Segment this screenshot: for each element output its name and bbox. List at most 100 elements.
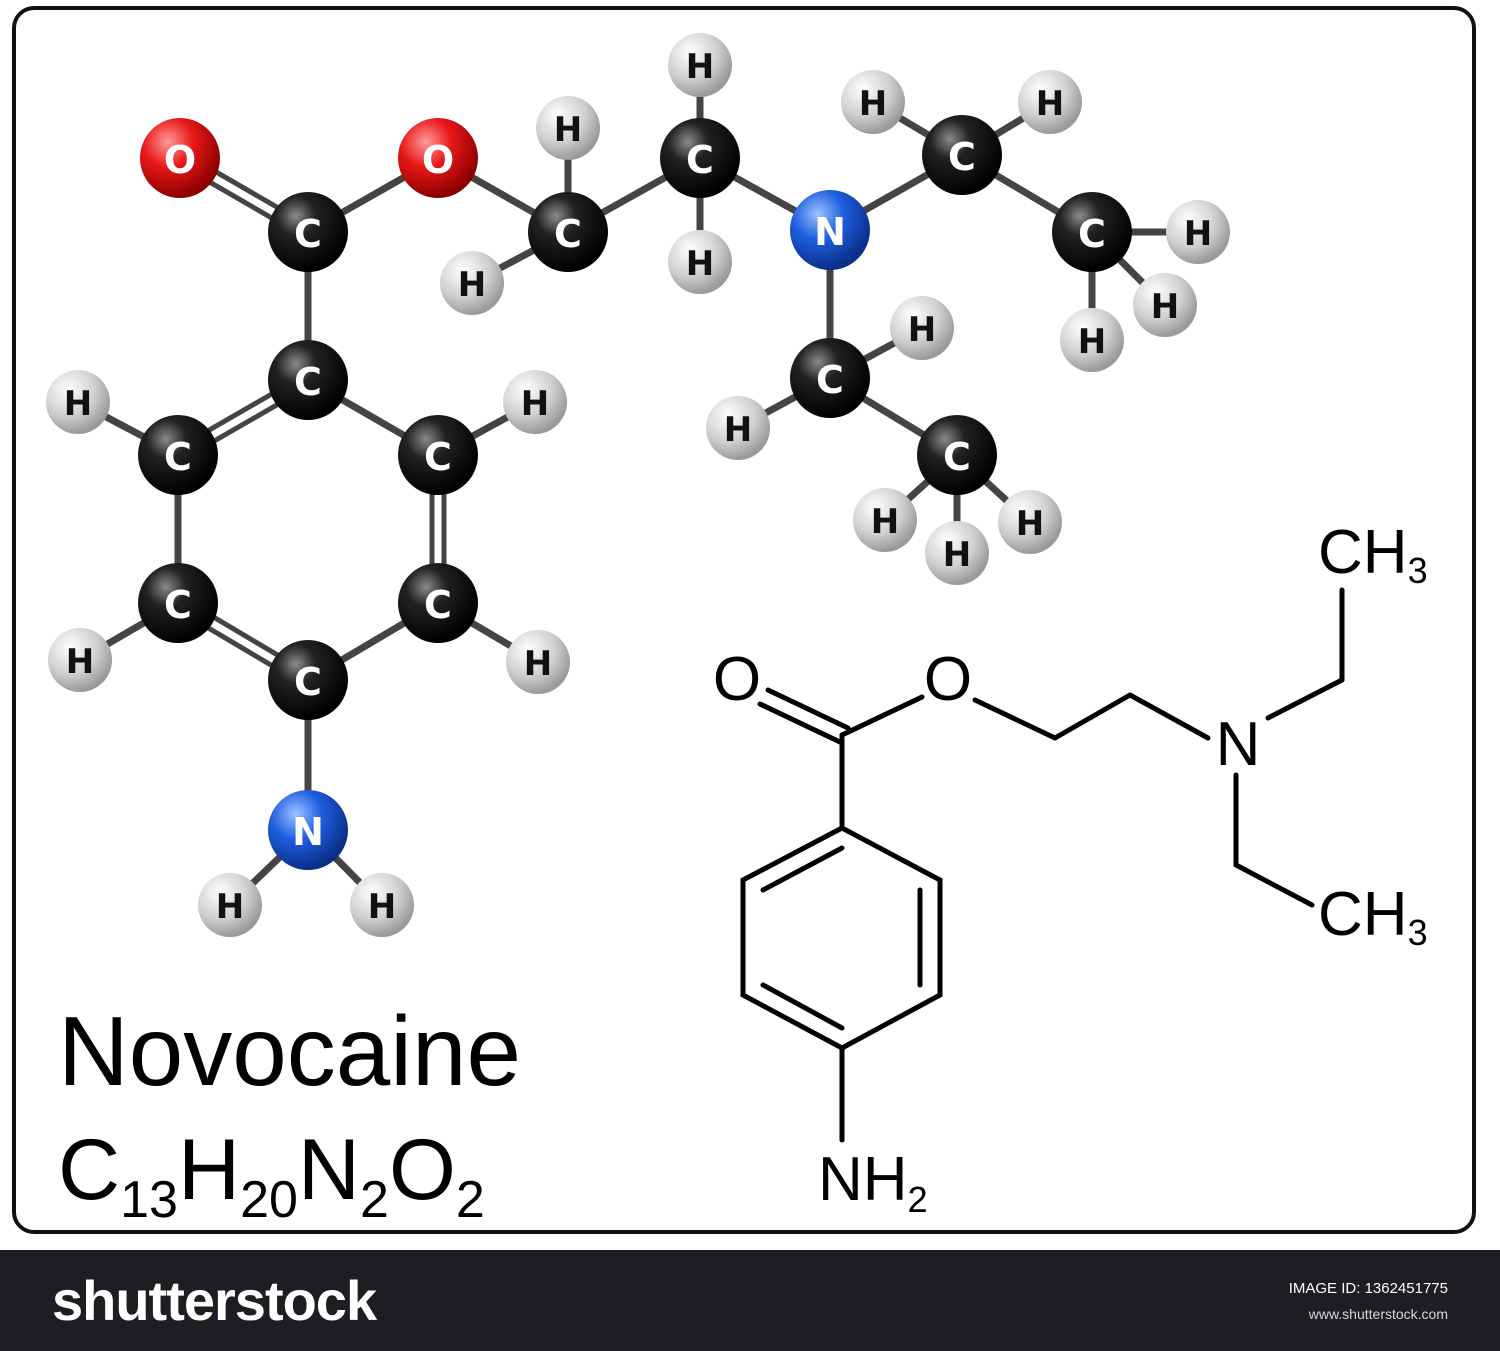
- hydrogen-atom: H: [506, 630, 570, 694]
- ch3-top-sub: 3: [1408, 550, 1428, 591]
- image-id-label: IMAGE ID:: [1288, 1280, 1361, 1297]
- hydrogen-sphere: [48, 628, 112, 692]
- carbon-sphere: [268, 340, 348, 420]
- hydrogen-atom: H: [668, 33, 732, 97]
- hydrogen-symbol: H: [859, 84, 887, 124]
- hydrogen-atom: H: [925, 521, 989, 585]
- molecular-formula: C13H20N2O2: [58, 1120, 521, 1250]
- carbon-sphere: [268, 640, 348, 720]
- hydrogen-atom: H: [48, 628, 112, 692]
- carbon-sphere: [528, 192, 608, 272]
- compound-name: Novocaine: [58, 996, 522, 1106]
- hydrogen-sphere: [890, 296, 954, 360]
- hydrogen-atom: H: [853, 488, 917, 552]
- formula-element: O: [388, 1122, 456, 1218]
- carbon-symbol: C: [424, 435, 452, 479]
- brand-logo: shutterstock: [52, 1269, 377, 1332]
- carbon-symbol: C: [816, 358, 844, 402]
- formula-element: N: [297, 1122, 361, 1218]
- hydrogen-symbol: H: [1016, 504, 1044, 544]
- carbon-symbol: C: [554, 212, 582, 256]
- hydrogen-sphere: [668, 33, 732, 97]
- carbon-atom: C: [138, 415, 218, 495]
- carbon-symbol: C: [1078, 212, 1106, 256]
- oxygen-symbol: O: [164, 138, 196, 182]
- skeletal-amine-nitrogen: N: [1216, 710, 1261, 779]
- hydrogen-symbol: H: [1184, 214, 1212, 254]
- oxygen-atom: O: [398, 118, 478, 198]
- carbon-symbol: C: [164, 435, 192, 479]
- hydrogen-atom: H: [46, 370, 110, 434]
- formula-element: H: [177, 1122, 241, 1218]
- hydrogen-symbol: H: [943, 535, 971, 575]
- hydrogen-sphere: [925, 521, 989, 585]
- carbon-symbol: C: [943, 435, 971, 479]
- carbon-symbol: C: [948, 135, 976, 179]
- skeletal-ch3-top: CH3: [1318, 518, 1428, 591]
- hydrogen-atom: H: [198, 873, 262, 937]
- hydrogen-atom: H: [536, 96, 600, 160]
- hydrogen-atom: H: [668, 230, 732, 294]
- skeletal-ch3-bottom: CH3: [1318, 880, 1428, 953]
- carbon-atom: C: [790, 338, 870, 418]
- nh2-main: NH: [818, 1145, 908, 1214]
- site-url: www.shutterstock.com: [1308, 1306, 1448, 1322]
- hydrogen-sphere: [668, 230, 732, 294]
- carbon-sphere: [398, 415, 478, 495]
- carbon-sphere: [1052, 192, 1132, 272]
- carbon-atom: C: [268, 640, 348, 720]
- ball-and-stick-bonds: [76, 65, 1198, 908]
- carbon-atom: C: [1052, 192, 1132, 272]
- hydrogen-symbol: H: [1151, 287, 1179, 327]
- hydrogen-symbol: H: [1078, 322, 1106, 362]
- carbon-atom: C: [268, 192, 348, 272]
- hydrogen-atom: H: [440, 251, 504, 315]
- carbon-sphere: [922, 115, 1002, 195]
- skeletal-ester-oxygen: O: [924, 645, 972, 714]
- hydrogen-atom: H: [890, 296, 954, 360]
- hydrogen-symbol: H: [908, 310, 936, 350]
- hydrogen-symbol: H: [521, 384, 549, 424]
- formula-count: 13: [120, 1171, 178, 1229]
- nitrogen-atom: N: [790, 190, 870, 270]
- oxygen-sphere: [398, 118, 478, 198]
- hydrogen-sphere: [853, 488, 917, 552]
- carbon-sphere: [138, 563, 218, 643]
- carbon-symbol: C: [294, 660, 322, 704]
- carbon-atom: C: [268, 340, 348, 420]
- carbon-symbol: C: [164, 583, 192, 627]
- hydrogen-sphere: [998, 490, 1062, 554]
- carbon-atom: C: [917, 415, 997, 495]
- hydrogen-symbol: H: [458, 265, 486, 305]
- ch3-bottom-main: CH: [1318, 880, 1408, 949]
- carbon-atom: C: [660, 118, 740, 198]
- hydrogen-atom: H: [706, 396, 770, 460]
- nitrogen-sphere: [268, 790, 348, 870]
- hydrogen-atom: H: [1166, 200, 1230, 264]
- skeletal-labels: O O N CH3 CH3 NH2: [713, 518, 1428, 1220]
- hydrogen-sphere: [841, 70, 905, 134]
- carbon-symbol: C: [424, 583, 452, 627]
- nitrogen-symbol: N: [292, 810, 324, 854]
- carbon-sphere: [790, 338, 870, 418]
- skeletal-carbonyl-oxygen: O: [713, 645, 761, 714]
- nitrogen-symbol: N: [814, 210, 846, 254]
- footer-bar: shutterstock IMAGE ID: 1362451775 www.sh…: [0, 1250, 1500, 1351]
- carbon-sphere: [398, 563, 478, 643]
- hydrogen-symbol: H: [871, 502, 899, 542]
- image-id-value: 1362451775: [1364, 1280, 1448, 1297]
- nitrogen-atom: N: [268, 790, 348, 870]
- carbon-atom: C: [528, 192, 608, 272]
- formula-element: C: [58, 1122, 121, 1218]
- carbon-atom: C: [138, 563, 218, 643]
- hydrogen-sphere: [350, 873, 414, 937]
- hydrogen-sphere: [506, 630, 570, 694]
- hydrogen-sphere: [1133, 273, 1197, 337]
- oxygen-symbol: O: [422, 138, 454, 182]
- ch3-bottom-sub: 3: [1408, 912, 1428, 953]
- hydrogen-symbol: H: [64, 384, 92, 424]
- carbon-atom: C: [922, 115, 1002, 195]
- hydrogen-symbol: H: [66, 642, 94, 682]
